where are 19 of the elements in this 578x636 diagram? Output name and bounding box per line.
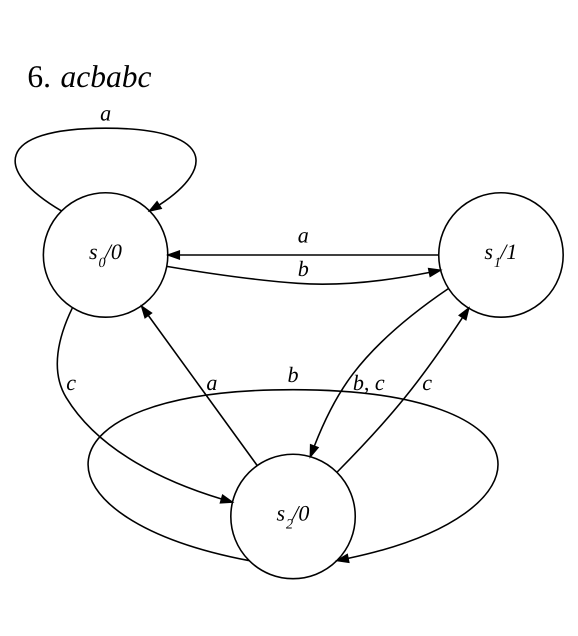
arrow xyxy=(166,250,439,260)
edge-label: b, c xyxy=(352,370,385,395)
edge-label: c xyxy=(66,370,76,395)
edge-label: a xyxy=(206,370,218,395)
node-circle: s$_{1}$/1 xyxy=(438,192,564,318)
edge-label: b xyxy=(288,362,299,388)
arrow xyxy=(140,304,258,466)
edge-label: b xyxy=(298,256,309,281)
arrow xyxy=(310,288,449,459)
arrow xyxy=(88,388,498,564)
edge-label: c xyxy=(422,370,432,395)
node-circle: s$_{2}$/0 xyxy=(230,453,356,580)
diagram-title: 6. acbabc xyxy=(27,59,152,94)
arrow xyxy=(336,306,470,472)
edge-label: a xyxy=(100,100,112,126)
edge-label: a xyxy=(298,222,309,248)
arrow xyxy=(166,266,443,285)
arrow xyxy=(14,127,197,212)
arrow xyxy=(56,308,234,504)
